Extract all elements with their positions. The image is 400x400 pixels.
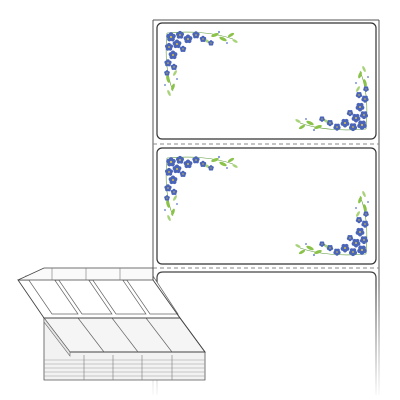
label-1 [156, 22, 377, 140]
stack-top-sheet [43, 317, 206, 357]
stack-folding-sheet [17, 267, 206, 353]
fanfold-label-stack-icon [17, 267, 206, 381]
label-2 [156, 147, 377, 265]
